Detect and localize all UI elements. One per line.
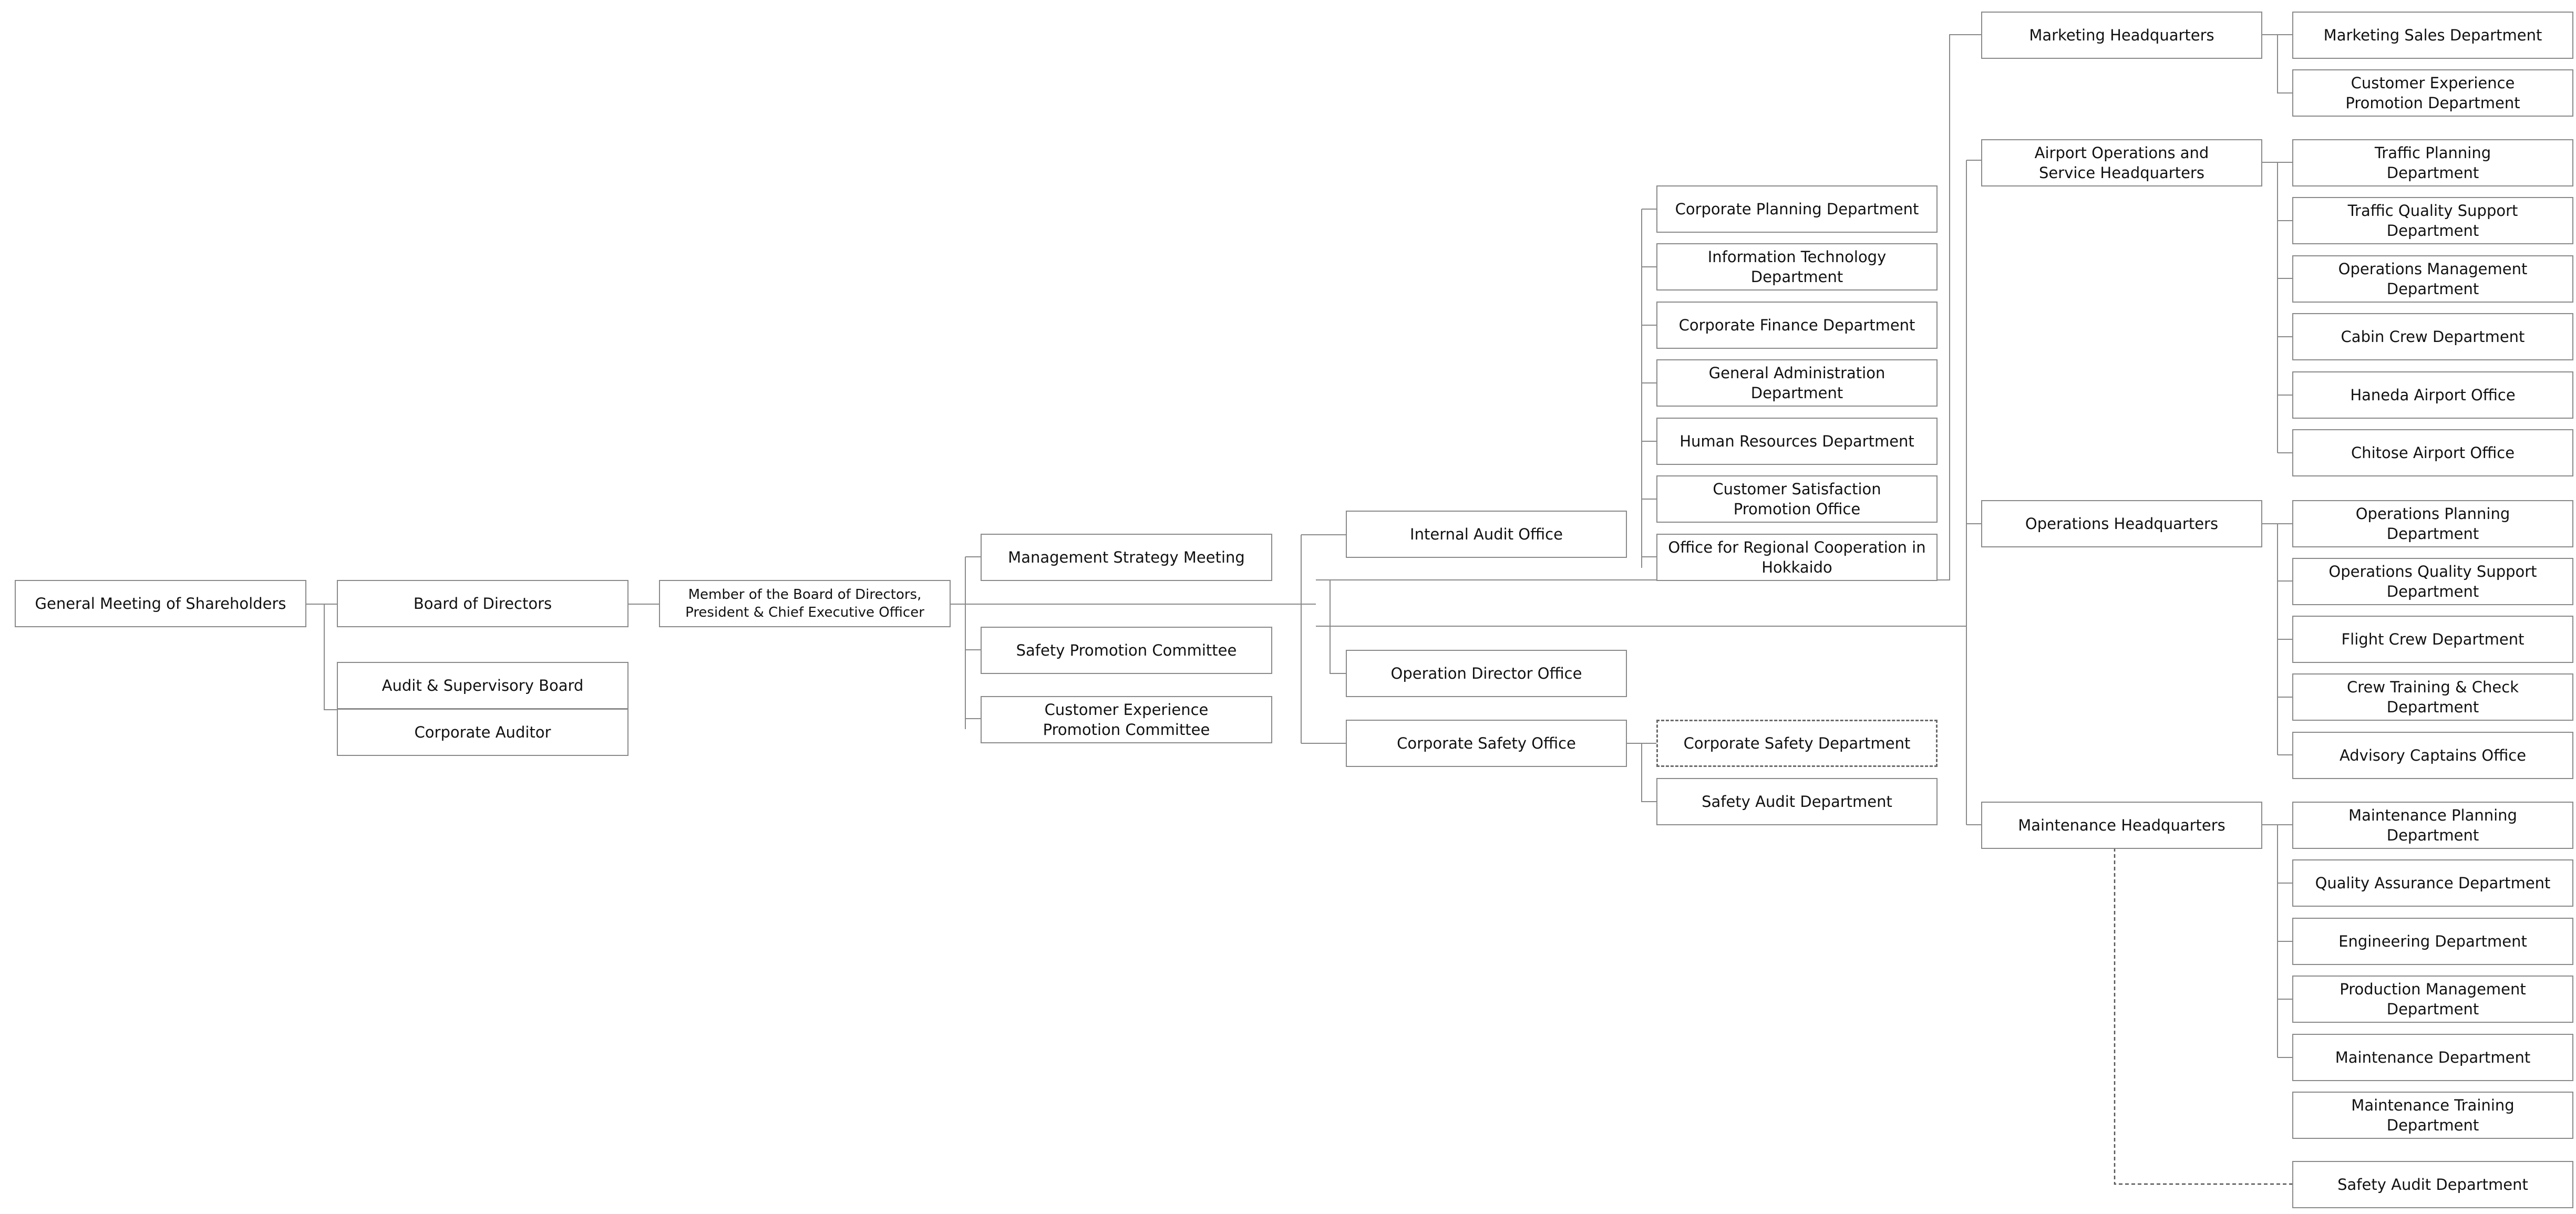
staff-department-box: Office for Regional Cooperation in Hokka… (1656, 534, 1938, 581)
management-strategy-meeting-box: Management Strategy Meeting (981, 534, 1272, 581)
hq-department-box: Traffic Planning Department (2292, 139, 2573, 186)
staff-department-box: General Administration Department (1656, 359, 1938, 407)
airport-operations-headquarters-box: Airport Operations and Service Headquart… (1981, 139, 2262, 186)
staff-department-box: Corporate Planning Department (1656, 185, 1938, 233)
hq-department-box: Marketing Sales Department (2292, 12, 2573, 59)
hq-department-box: Engineering Department (2292, 918, 2573, 965)
hq-department-box: Operations Management Department (2292, 255, 2573, 303)
safety-audit-department-box: Safety Audit Department (1656, 778, 1938, 825)
hq-department-box: Haneda Airport Office (2292, 371, 2573, 419)
staff-department-box: Customer Satisfaction Promotion Office (1656, 475, 1938, 523)
cx-promotion-committee-box: Customer Experience Promotion Committee (981, 696, 1272, 743)
hq-department-box: Flight Crew Department (2292, 616, 2573, 663)
safety-promotion-committee-box: Safety Promotion Committee (981, 627, 1272, 674)
hq-department-box: Crew Training & Check Department (2292, 673, 2573, 721)
hq-department-box: Production Management Department (2292, 976, 2573, 1023)
hq-department-box: Maintenance Training Department (2292, 1092, 2573, 1139)
hq-department-box: Chitose Airport Office (2292, 429, 2573, 476)
corporate-auditor-box: Corporate Auditor (337, 709, 628, 756)
hq-department-box: Quality Assurance Department (2292, 859, 2573, 907)
hq-department-box: Advisory Captains Office (2292, 732, 2573, 779)
audit-supervisory-board-box: Audit & Supervisory Board (337, 662, 628, 709)
operations-headquarters-box: Operations Headquarters (1981, 500, 2262, 547)
hq-department-box: Cabin Crew Department (2292, 313, 2573, 360)
shareholders-box: General Meeting of Shareholders (15, 580, 306, 627)
hq-department-box: Operations Planning Department (2292, 500, 2573, 547)
hq-department-box: Maintenance Department (2292, 1034, 2573, 1081)
corporate-safety-office-box: Corporate Safety Office (1346, 720, 1627, 767)
president-ceo-box: Member of the Board of Directors, Presid… (659, 580, 951, 627)
hq-department-box: Customer Experience Promotion Department (2292, 69, 2573, 117)
maintenance-headquarters-box: Maintenance Headquarters (1981, 802, 2262, 849)
maintenance-safety-audit-department-box: Safety Audit Department (2292, 1161, 2573, 1208)
marketing-headquarters-box: Marketing Headquarters (1981, 12, 2262, 59)
staff-department-box: Corporate Finance Department (1656, 302, 1938, 349)
board-of-directors-box: Board of Directors (337, 580, 628, 627)
staff-department-box: Human Resources Department (1656, 418, 1938, 465)
internal-audit-office-box: Internal Audit Office (1346, 511, 1627, 558)
hq-department-box: Maintenance Planning Department (2292, 802, 2573, 849)
hq-department-box: Traffic Quality Support Department (2292, 197, 2573, 244)
operation-director-office-box: Operation Director Office (1346, 650, 1627, 697)
hq-department-box: Operations Quality Support Department (2292, 558, 2573, 605)
staff-department-box: Information Technology Department (1656, 243, 1938, 290)
corporate-safety-department-box: Corporate Safety Department (1656, 720, 1938, 767)
